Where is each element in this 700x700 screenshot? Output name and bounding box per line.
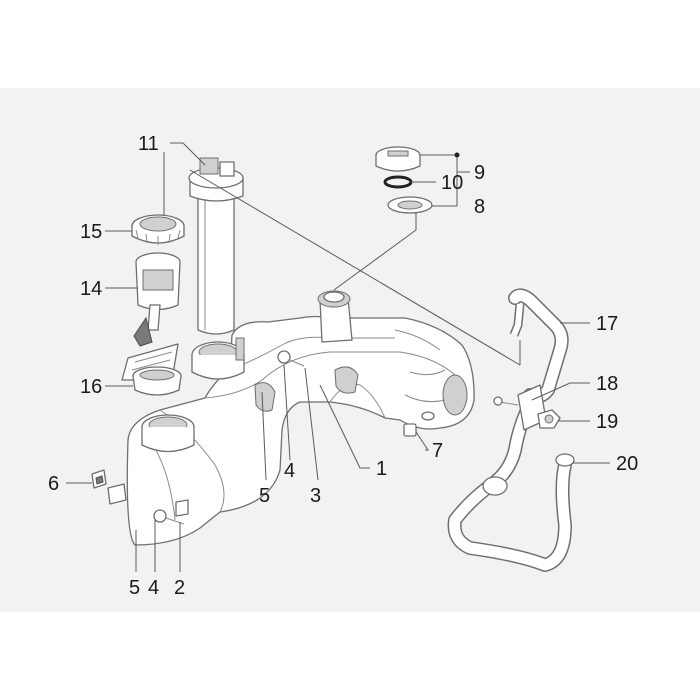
callout-11: 11 [138,133,159,155]
fuel-tank [126,315,475,546]
callout-3: 3 [310,485,321,507]
callout-7: 7 [432,440,443,462]
callout-6: 6 [48,473,59,495]
pump-ring-nut [131,214,185,245]
tank-lower-opening [141,414,195,453]
callout-10: 10 [441,172,463,194]
callout-1: 1 [376,458,387,480]
pump-gasket [132,366,182,396]
cap-seal-ring [387,196,433,214]
fuel-pump [133,252,181,347]
side-ring [421,411,435,421]
fuel-cap [375,146,421,172]
callout-20: 20 [616,453,638,475]
bolt-upper [277,350,305,367]
callout-18: 18 [596,373,618,395]
bushing [235,337,245,361]
flange-nut [537,409,561,429]
callout-2: 2 [174,577,185,599]
callout-17: 17 [596,313,618,335]
tank-bracket [107,483,189,517]
cap-o-ring [383,175,413,189]
bolt-lower [153,509,185,525]
callout-5-upper: 5 [259,485,270,507]
clip-part-6 [91,469,107,489]
fuel-level-sender [188,157,244,335]
callout-8: 8 [474,196,485,218]
callout-14: 14 [80,278,102,300]
callout-5-lower: 5 [129,577,140,599]
callout-4-upper: 4 [284,460,295,482]
drain-hose [447,388,575,572]
clip-part-7 [403,423,417,437]
callout-labels: 11 15 14 16 9 10 8 17 18 19 20 7 1 3 4 5… [48,133,638,599]
callout-9: 9 [474,162,485,184]
leader-lines [66,142,610,572]
callout-4-lower: 4 [148,577,159,599]
callout-15: 15 [80,221,102,243]
callout-16: 16 [80,376,102,398]
breather-hose [508,288,569,404]
tank-filler-neck [317,290,353,343]
tank-pump-opening [191,341,245,380]
callout-19: 19 [596,411,618,433]
